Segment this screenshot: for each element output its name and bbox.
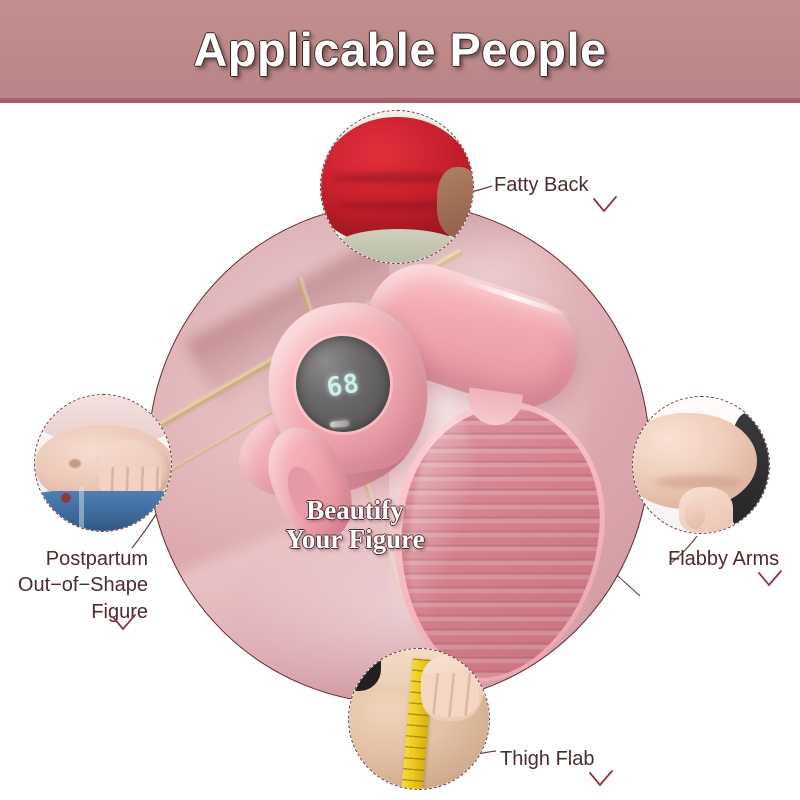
photo-back-in-red-shirt <box>321 111 473 263</box>
photo-shirt-fold-upper <box>331 173 461 183</box>
photo-bubble-fatty-back <box>320 110 474 264</box>
photo-bubble-flabby-arms <box>632 396 770 534</box>
photo-navel <box>69 459 81 468</box>
photo-bubble-postpartum <box>34 394 172 532</box>
header-underline <box>0 98 800 103</box>
photo-blue-jeans <box>35 491 171 531</box>
photo-upper-arm-pinch <box>633 397 769 533</box>
photo-jeans-button <box>61 493 71 503</box>
page-title: Applicable People <box>193 22 607 76</box>
photo-arm <box>437 167 473 237</box>
checkmark-icon-thigh-flab <box>588 770 614 788</box>
photo-jeans-seam <box>79 487 84 529</box>
photo-tape-fingers <box>423 673 479 717</box>
photo-thumb <box>685 499 705 529</box>
checkmark-icon-fatty-back <box>592 196 618 214</box>
callout-label-thigh-flab: Thigh Flab <box>500 748 595 770</box>
photo-shirt-fold-lower <box>337 201 461 210</box>
photo-lower-background <box>335 229 461 263</box>
checkmark-icon-postpartum <box>111 614 137 632</box>
callout-label-fatty-back: Fatty Back <box>494 174 589 196</box>
header-banner <box>0 0 800 98</box>
device-display-value: 68 <box>324 368 363 404</box>
photo-postpartum-belly <box>35 395 171 531</box>
photo-arm-fold <box>655 475 741 489</box>
callout-label-flabby-arms: Flabby Arms <box>668 548 780 570</box>
checkmark-icon-flabby-arms <box>757 570 783 588</box>
product-hero-circle: 68 <box>148 202 650 704</box>
photo-bubble-thigh-flab <box>348 648 490 790</box>
photo-thigh-measuring <box>349 649 489 789</box>
